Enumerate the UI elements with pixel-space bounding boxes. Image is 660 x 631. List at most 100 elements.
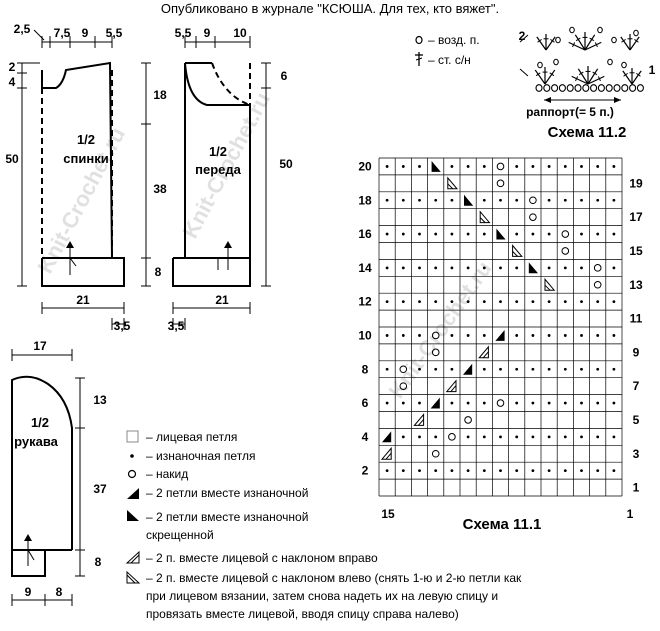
back-dim-width: 21 (76, 293, 90, 307)
front-piece: 1/2 переда 5,5 9 10 6 50 21 3,5 (168, 26, 293, 333)
chart-cell-purl-icon (434, 300, 438, 304)
chart-cell-purl-icon (547, 232, 551, 236)
chart-cell-purl-icon (531, 401, 535, 405)
fan-half-left-row2 (536, 34, 556, 51)
chart-cell-purl-icon (385, 334, 389, 337)
chart-cell-purl-icon (531, 435, 535, 439)
chart-cell-purl-icon (580, 165, 583, 168)
chart-cell-purl-icon (401, 165, 405, 168)
chart-cell-k2tog-left-icon (512, 244, 523, 257)
chart-cell-purl-icon (482, 334, 486, 337)
sleeve-dim-13: 13 (93, 393, 107, 407)
chart-row-label-even: 16 (358, 227, 372, 241)
sleeve-piece: 1/2 рукава 17 13 37 8 9 8 (11, 339, 107, 606)
chart-cell-purl-icon (482, 469, 486, 473)
chart-cell-purl-icon (434, 469, 438, 473)
chart-cell-purl-icon (482, 165, 486, 168)
chart-row-label-odd: 9 (633, 345, 640, 359)
sleeve-label-fraction: 1/2 (31, 415, 49, 430)
chart-cell-purl-icon (547, 165, 551, 168)
back-piece: 1/2 спинки 2,5 7,5 9 5,5 2 4 50 18 38 8 (5, 22, 167, 333)
chart-cell-p2tog-tbl-icon (464, 194, 474, 206)
publication-note: Опубликовано в журнале "КСЮША. Для тех, … (161, 1, 499, 16)
chart-col-1: 1 (627, 507, 634, 521)
chart-cell-purl-icon (612, 165, 616, 168)
back-dim-18: 18 (153, 88, 167, 102)
stitch-legend: – лицевая петля – изнаночная петля – нак… (125, 430, 522, 621)
front-label-fraction: 1/2 (209, 144, 227, 159)
back-dim-8: 8 (155, 265, 162, 279)
purl-stitch-icon (130, 454, 134, 458)
chart-cell-purl-icon (547, 401, 551, 405)
legend-knit: – лицевая петля (146, 430, 237, 444)
foundation-chain-icon (551, 84, 559, 92)
watermarks: Knit-Crochet.ru Knit-Crochet.ru Knit-Cro… (32, 88, 496, 403)
chart-cell-purl-icon (580, 469, 583, 473)
rapport-arrow-left-icon (544, 97, 551, 103)
front-dim-width: 21 (215, 293, 229, 307)
chart-cell-k2tog-left-hatch (544, 284, 551, 291)
chart-cell-purl-icon (401, 232, 405, 236)
chart-cell-purl-icon (434, 435, 438, 439)
chart-cell-yarn-over-icon (496, 179, 505, 188)
chart-cell-purl-icon (385, 198, 389, 202)
back-dim-offset: 3,5 (114, 319, 131, 333)
chart-cell-purl-icon (401, 300, 405, 304)
chart-cell-purl-icon (596, 198, 600, 202)
chart-cell-purl-icon (580, 300, 583, 304)
chart-cell-purl-icon (547, 266, 551, 270)
watermark-chart: Knit-Crochet.ru (384, 256, 497, 402)
chart-cell-purl-icon (450, 334, 454, 337)
chart-cell-purl-icon (385, 232, 389, 236)
legend-p2tog-tbl-2: скрещенной (146, 528, 214, 542)
chart-cell-purl-icon (612, 266, 616, 270)
chart-cell-purl-icon (450, 232, 454, 236)
chart-cell-purl-icon (515, 367, 519, 371)
chart-row-label-odd: 13 (629, 278, 643, 292)
chart-cell-purl-icon (515, 435, 519, 439)
foundation-chain-icon (543, 84, 551, 92)
sleeve-rib (11, 549, 72, 577)
chart-cell-purl-icon (482, 367, 486, 371)
chart-cell-yarn-over-icon (464, 416, 472, 424)
fan-row1 (571, 66, 605, 85)
crochet-chain-icon (611, 36, 617, 44)
foundation-chain-icon (558, 84, 566, 92)
back-dim-2: 2 (9, 60, 16, 74)
chart-cell-k2tog-right-icon (478, 345, 489, 359)
chart-cell-yarn-over-icon (529, 213, 537, 221)
front-arrow-up-icon (224, 241, 232, 248)
foundation-chain-icon (613, 84, 621, 92)
scheme1-title: Схема 11.1 (463, 516, 542, 533)
chart-cell-purl-icon (547, 334, 551, 337)
front-dim-10: 10 (233, 26, 247, 40)
sleeve-dim-top: 17 (33, 339, 47, 353)
chart-cell-purl-icon (401, 401, 405, 405)
chart-row-label-odd: 1 (633, 481, 640, 495)
chart-cell-purl-icon (466, 266, 470, 270)
crochet-fans (534, 26, 642, 85)
chart-cell-purl-icon (596, 334, 600, 337)
chart-cell-purl-icon (450, 165, 454, 168)
chart-cell-purl-icon (450, 401, 454, 405)
chart-cell-purl-icon (434, 367, 438, 371)
chart-cell-purl-icon (466, 334, 470, 337)
chart-cell-yarn-over-icon (529, 196, 537, 205)
chart-grid (378, 157, 623, 497)
chart-cell-purl-icon (450, 198, 454, 202)
crochet-chain-icon (553, 58, 559, 66)
chart-cell-purl-icon (563, 469, 567, 473)
back-outline-top (41, 61, 113, 259)
chart-col-15: 15 (381, 507, 395, 521)
crochet-chain-icon (597, 26, 603, 34)
foundation-chain-icon (582, 84, 590, 92)
k2tog-right-icon (125, 550, 140, 564)
chart-cell-purl-icon (499, 198, 502, 202)
chart-cell-p2tog-icon (430, 397, 440, 409)
foundation-chain-icon (605, 84, 613, 92)
chart-cell-k2tog-right-icon (445, 379, 457, 393)
knit-stitch-icon (126, 430, 139, 443)
crochet-chain-icon (607, 58, 613, 66)
chart-cell-yarn-over-icon (399, 365, 408, 374)
